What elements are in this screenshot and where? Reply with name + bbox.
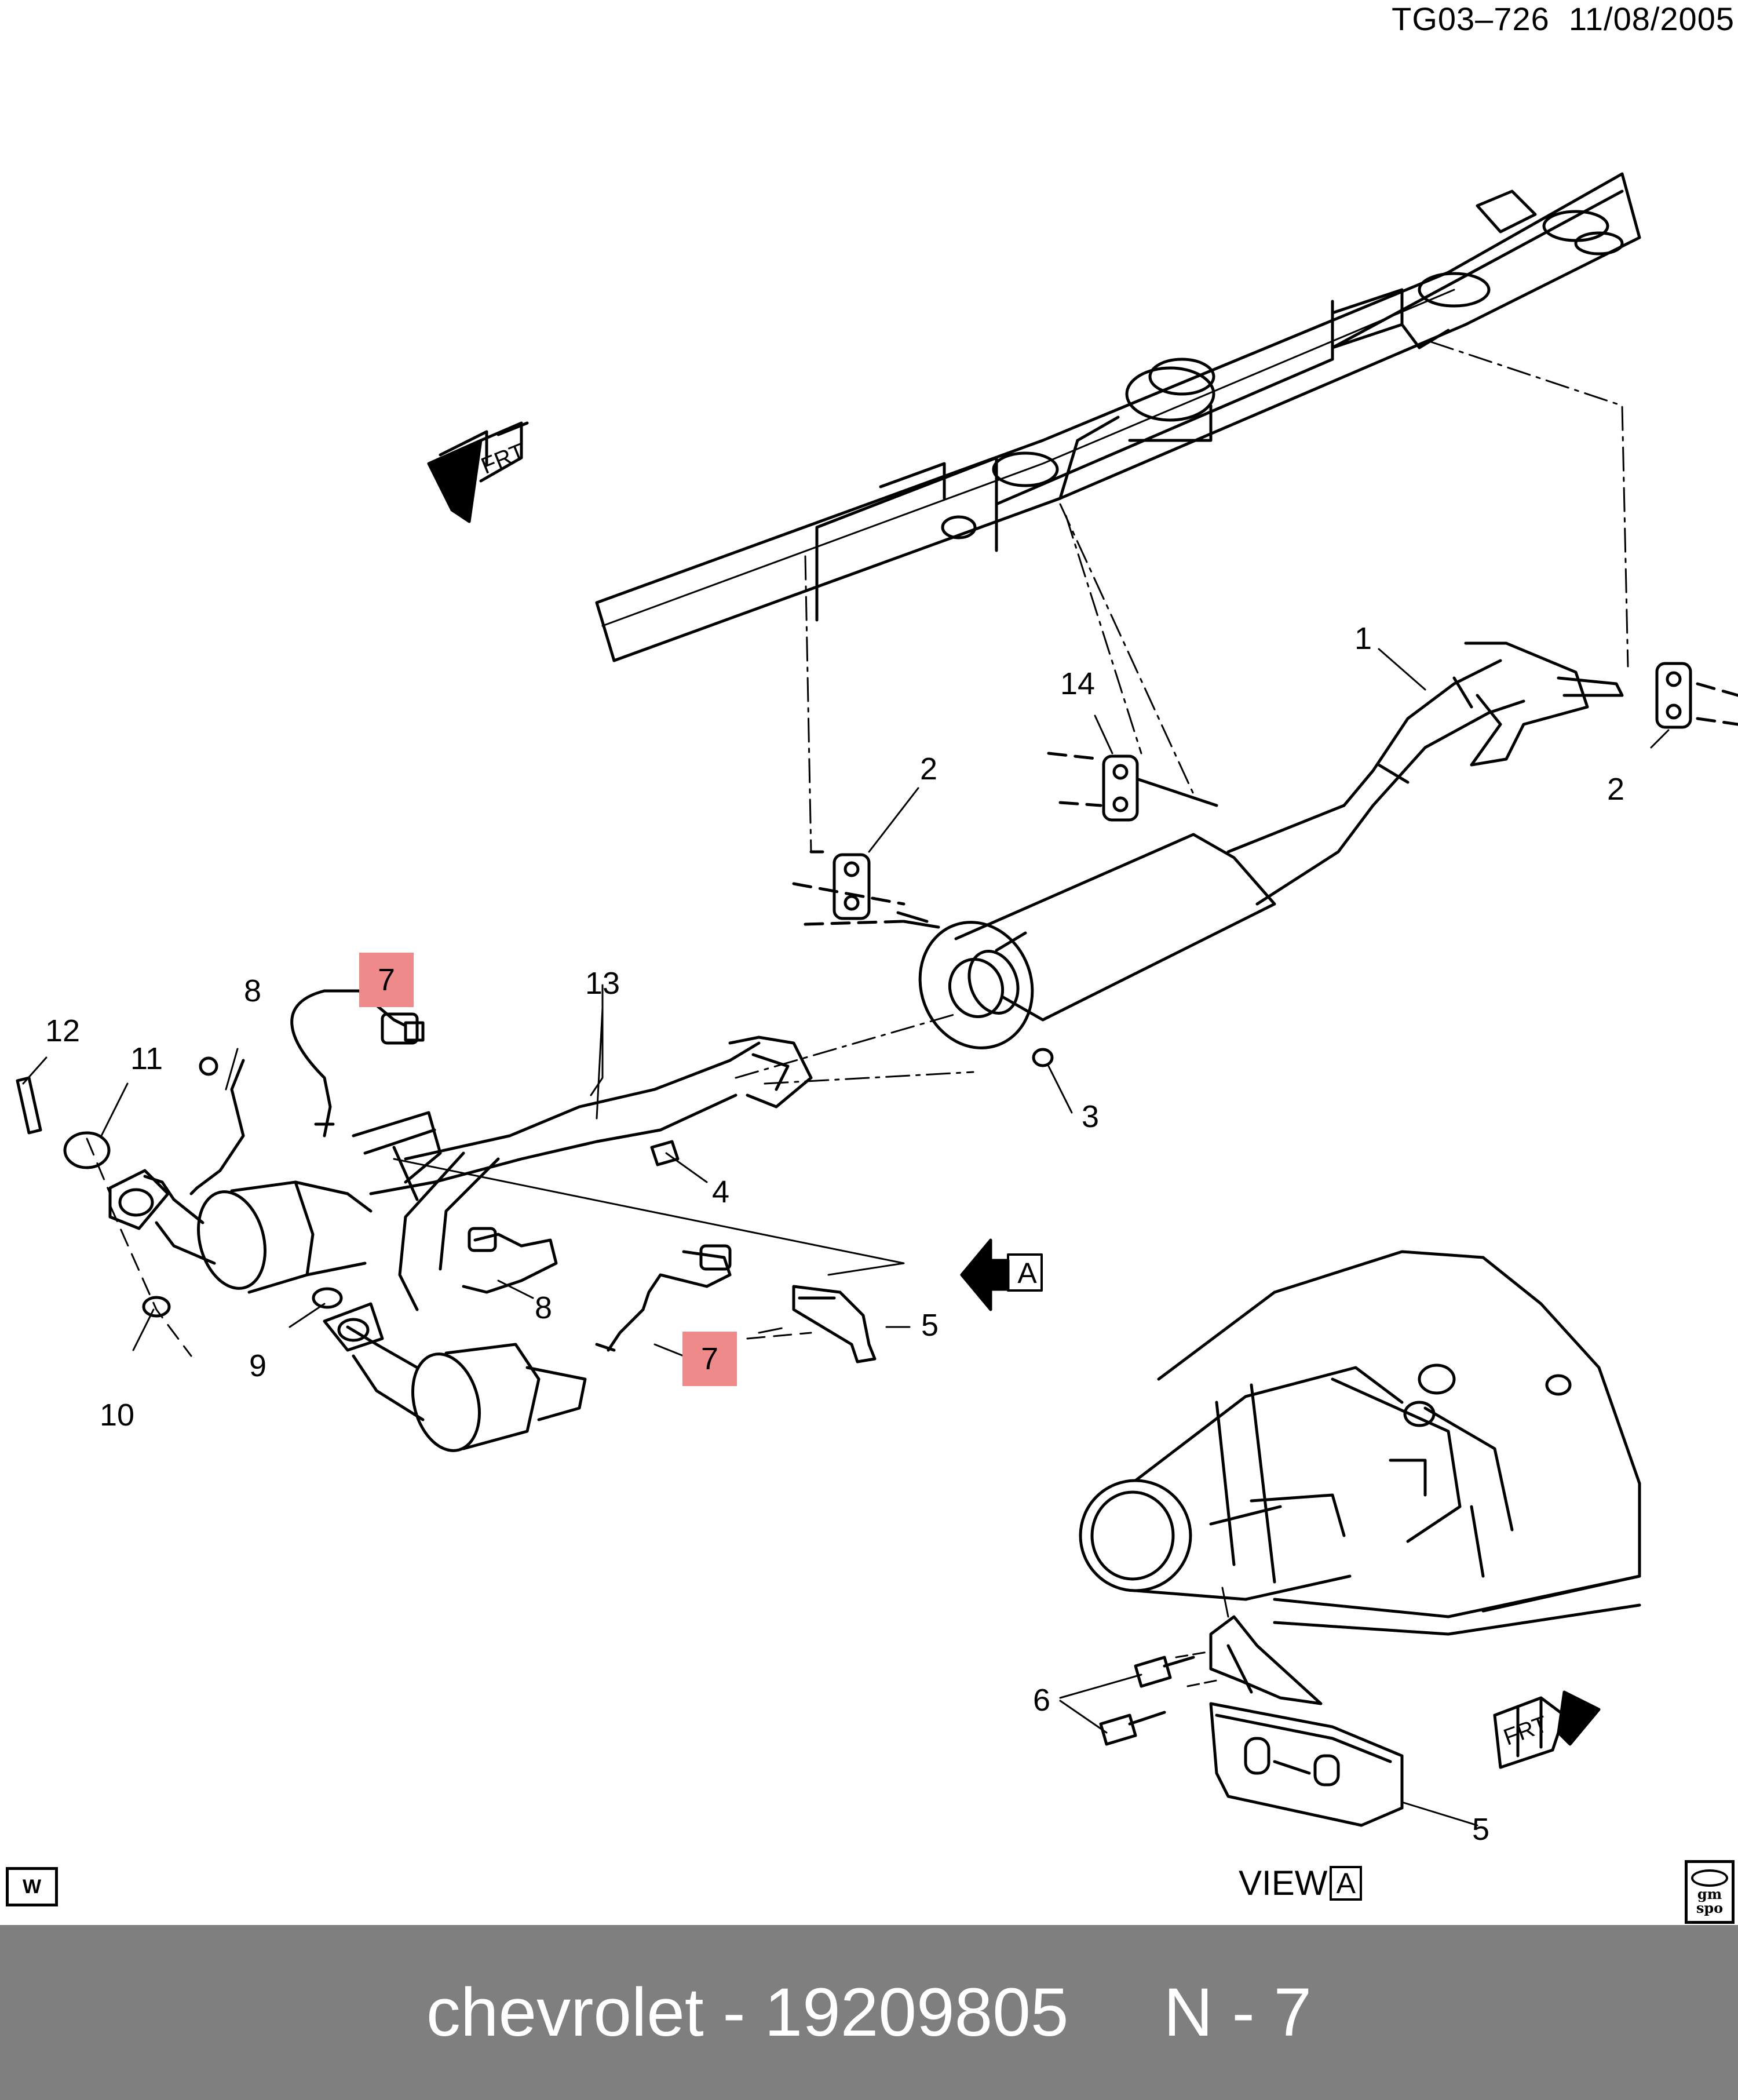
callout-12: 12: [45, 1013, 81, 1048]
callout-1: 1: [1354, 621, 1372, 656]
callout-2: 2: [920, 752, 938, 786]
oxygen-sensor-lower: [595, 1244, 732, 1352]
hanger-left: [792, 850, 905, 926]
gm-logo-oval: [1691, 1869, 1728, 1887]
callout-8: 8: [535, 1290, 553, 1325]
front-direction-arrow-lower: [1493, 1690, 1601, 1769]
leader-lines: [22, 648, 1670, 1826]
oxygen-sensor-upper: [290, 989, 425, 1138]
exhaust-system-diagram: [16, 172, 1738, 1827]
intermediate-pipe: [352, 1036, 813, 1311]
document-id: TG03–726 11/08/2005: [1392, 1, 1735, 37]
footer-banner: chevrolet - 19209805 N - 7: [0, 1925, 1738, 2100]
callout-5: 5: [921, 1308, 939, 1343]
gm-spo-logo: gm spo: [1685, 1860, 1735, 1924]
hanger-center: [1047, 752, 1218, 822]
footer-part-number: chevrolet - 19209805: [426, 1974, 1069, 2051]
callout-2: 2: [1607, 772, 1625, 807]
callout-7-highlighted: 7: [682, 1332, 737, 1386]
vehicle-frame: [595, 172, 1641, 662]
transmission-view-a: [1079, 1250, 1641, 1636]
view-label-prefix: VIEW: [1239, 1864, 1328, 1902]
transmission-mount: [1209, 1702, 1404, 1827]
muffler-assembly: [902, 641, 1624, 1049]
fasteners: [16, 911, 1054, 1357]
front-direction-arrow-upper: [427, 421, 529, 523]
callout-10: 10: [100, 1398, 135, 1432]
callout-3: 3: [1082, 1099, 1100, 1134]
view-a-marker: [960, 1238, 1043, 1311]
callout-4: 4: [712, 1175, 730, 1209]
callout-5: 5: [1472, 1812, 1490, 1847]
w-badge: W: [6, 1867, 58, 1906]
view-label-letter: A: [1330, 1865, 1363, 1901]
mount-bolts: [1059, 1656, 1195, 1746]
view-a-label: VIEW A: [1239, 1863, 1363, 1903]
gm-logo-line2: spo: [1696, 1900, 1724, 1916]
callout-6: 6: [1033, 1683, 1051, 1718]
footer-spacer: [1069, 1973, 1164, 2052]
view-marker-letter: A: [1017, 1257, 1037, 1289]
callout-9: 9: [249, 1348, 267, 1383]
oxygen-sensor-wire-center: [462, 1227, 558, 1294]
callout-7-highlighted: 7: [359, 953, 414, 1007]
catalytic-converter-left: [108, 1169, 373, 1294]
gm-logo-line1: gm: [1697, 1886, 1722, 1903]
hanger-right: [1655, 662, 1738, 729]
footer-page-ref: N - 7: [1163, 1974, 1312, 2051]
mount-bracket-upper: [792, 1285, 877, 1363]
callout-14: 14: [1060, 666, 1096, 701]
transmission-mount-bracket: [1175, 1587, 1323, 1705]
callout-8: 8: [244, 974, 262, 1008]
callout-13: 13: [585, 966, 620, 1001]
oxygen-sensor-wire-left: [189, 1056, 245, 1195]
catalytic-converter-right: [323, 1302, 587, 1452]
callout-11: 11: [130, 1041, 163, 1076]
